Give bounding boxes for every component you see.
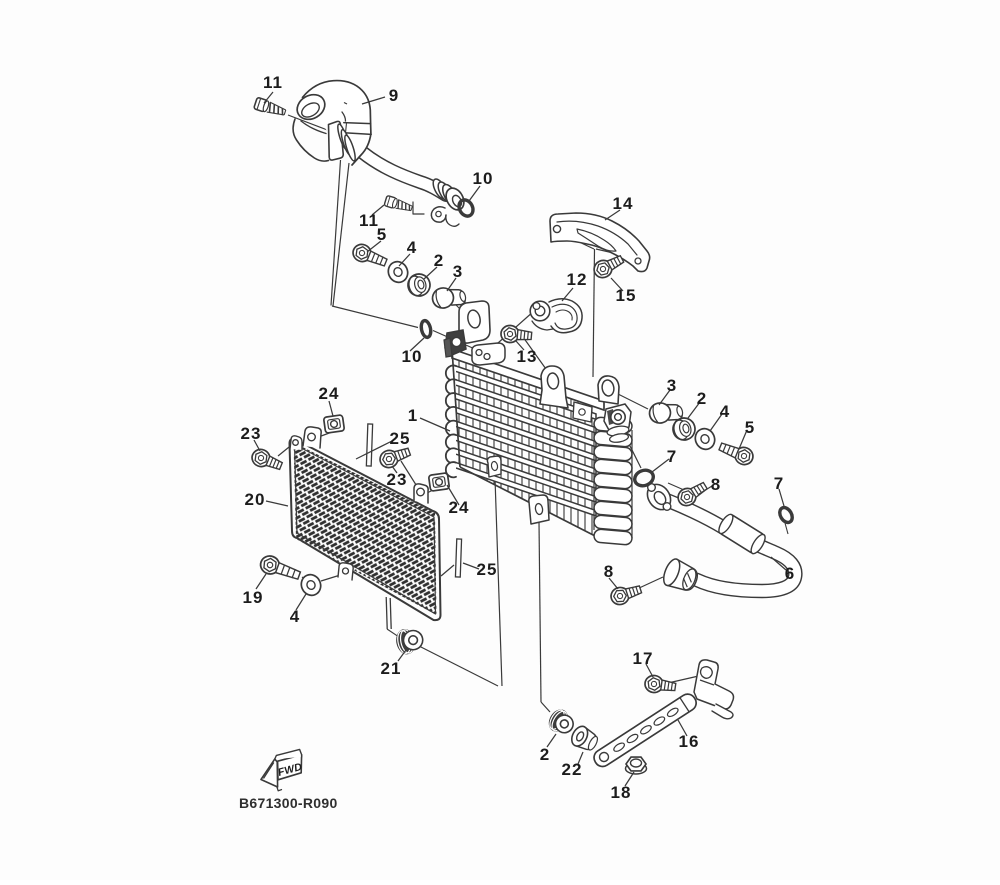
svg-text:12: 12: [567, 270, 588, 289]
svg-text:25: 25: [390, 429, 411, 448]
svg-text:23: 23: [241, 424, 262, 443]
svg-text:15: 15: [616, 286, 637, 305]
svg-text:8: 8: [604, 562, 614, 581]
svg-text:13: 13: [517, 347, 538, 366]
svg-text:19: 19: [243, 588, 264, 607]
svg-text:2: 2: [540, 745, 550, 764]
svg-text:25: 25: [477, 560, 498, 579]
svg-text:22: 22: [562, 760, 583, 779]
svg-text:5: 5: [745, 418, 755, 437]
svg-text:17: 17: [633, 649, 654, 668]
svg-text:10: 10: [402, 347, 423, 366]
svg-text:4: 4: [290, 607, 300, 626]
svg-text:10: 10: [473, 169, 494, 188]
svg-text:24: 24: [319, 384, 340, 403]
svg-text:23: 23: [387, 470, 408, 489]
svg-text:6: 6: [785, 564, 795, 583]
svg-text:2: 2: [434, 251, 444, 270]
svg-text:8: 8: [711, 475, 721, 494]
svg-text:18: 18: [611, 783, 632, 802]
svg-text:21: 21: [381, 659, 402, 678]
svg-text:5: 5: [377, 225, 387, 244]
svg-text:3: 3: [453, 262, 463, 281]
svg-text:14: 14: [613, 194, 634, 213]
svg-text:24: 24: [449, 498, 470, 517]
svg-text:11: 11: [359, 211, 379, 230]
svg-text:4: 4: [407, 238, 417, 257]
svg-text:7: 7: [774, 474, 784, 493]
svg-text:9: 9: [389, 86, 399, 105]
svg-text:7: 7: [667, 447, 677, 466]
svg-text:4: 4: [720, 402, 730, 421]
svg-text:1: 1: [408, 406, 418, 425]
svg-text:2: 2: [697, 389, 707, 408]
svg-text:16: 16: [679, 732, 700, 751]
svg-text:B671300-R090: B671300-R090: [239, 795, 338, 811]
svg-text:3: 3: [667, 376, 677, 395]
svg-text:20: 20: [245, 490, 266, 509]
svg-text:11: 11: [263, 73, 283, 92]
